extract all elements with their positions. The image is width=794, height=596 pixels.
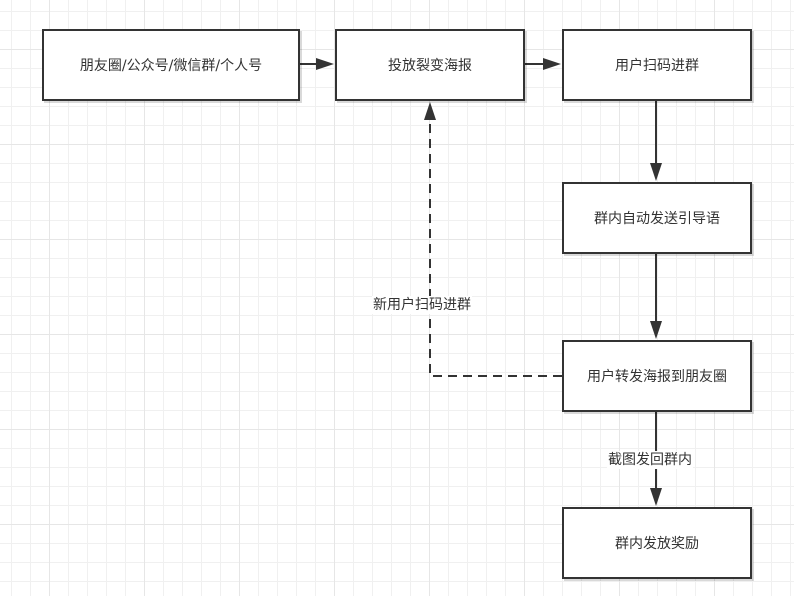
arrowhead-icon [650,321,662,339]
arrowhead-icon [543,58,561,70]
arrowhead-icon [650,488,662,506]
node-give-reward[interactable]: 群内发放奖励 [562,507,752,579]
edge-n4-n5 [650,254,662,339]
node-user-scan-join[interactable]: 用户扫码进群 [562,29,752,101]
edge-label-new-user-join: 新用户扫码进群 [372,296,472,314]
node-auto-guide-message[interactable]: 群内自动发送引导语 [562,182,752,254]
node-label: 投放裂变海报 [388,58,472,74]
node-label: 用户扫码进群 [615,58,699,74]
edge-n3-n4 [650,101,662,181]
edge-n5-n2-dashed [424,102,562,377]
arrowhead-icon [424,102,436,120]
node-label: 朋友圈/公众号/微信群/个人号 [79,58,263,74]
edge-n1-n2 [300,58,334,70]
node-label: 用户转发海报到朋友圈 [587,369,727,385]
arrowhead-icon [316,58,334,70]
node-label: 群内发放奖励 [615,536,699,552]
node-user-share-poster[interactable]: 用户转发海报到朋友圈 [562,340,752,412]
node-post-poster[interactable]: 投放裂变海报 [335,29,525,101]
arrowhead-icon [650,163,662,181]
edge-label-screenshot-back: 截图发回群内 [607,451,693,469]
edge-n2-n3 [525,58,561,70]
node-label: 群内自动发送引导语 [594,211,720,227]
node-sources[interactable]: 朋友圈/公众号/微信群/个人号 [42,29,300,101]
